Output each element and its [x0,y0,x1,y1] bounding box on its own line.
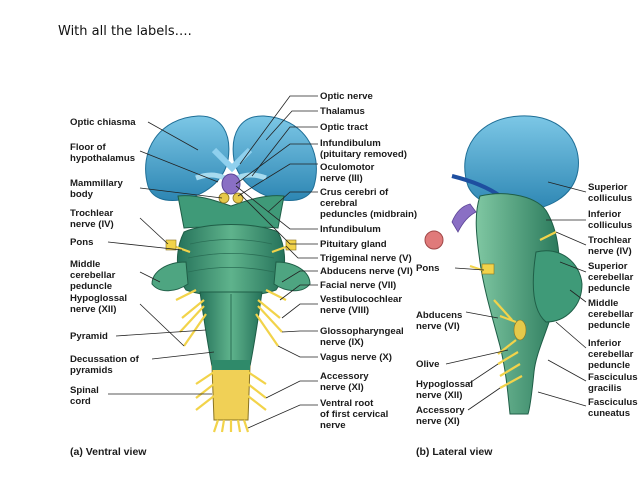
lateral-inner-labels: Pons Abducens nerve (VI) Olive Hypogloss… [416,263,473,427]
lateral-right-labels: Superior colliculus Inferior colliculus … [588,182,638,419]
label-lat-abducens: Abducens [416,310,462,321]
label-pyramids: pyramids [70,365,113,376]
lateral-illustration [424,115,583,415]
label-ventral-root: Ventral root [320,398,374,409]
label-cord: cord [70,396,91,407]
lateral-infundibulum [451,203,477,233]
label-accessory-nerve: nerve (XI) [320,382,364,393]
label-cerebellar-3: cerebellar [588,349,634,360]
label-optic-tract: Optic tract [320,122,369,133]
label-inferior-2: Inferior [588,338,621,349]
label-glossopharyngeal: Glossopharyngeal [320,326,404,337]
label-glossopharyngeal-nerve: nerve (IX) [320,337,364,348]
label-fasciculus-1: Fasciculus [588,372,638,383]
label-cerebellar: cerebellar [70,270,116,281]
ventral-center-labels: Optic nerve Thalamus Optic tract Infundi… [320,91,417,431]
label-lat-accessory: Accessory [416,405,465,416]
label-oculomotor-nerve: nerve (III) [320,173,363,184]
label-hypothalamus: hypothalamus [70,153,135,164]
label-pituitary-gland: Pituitary gland [320,239,387,250]
label-thalamus: Thalamus [320,106,365,117]
label-lat-hypoglossal-nerve: nerve (XII) [416,390,462,401]
label-lat-trochlear-nerve: nerve (IV) [588,246,632,257]
label-floor-of: Floor of [70,142,107,153]
label-trochlear: Trochlear [70,208,113,219]
label-hypoglossal: Hypoglossal [70,293,127,304]
label-oculomotor: Oculomotor [320,162,375,173]
label-body: body [70,189,94,200]
label-optic-nerve: Optic nerve [320,91,373,102]
label-lat-abducens-nerve: nerve (VI) [416,321,460,332]
label-abducens-nerve: Abducens nerve (VI) [320,266,413,277]
label-optic-chiasma: Optic chiasma [70,117,136,128]
lateral-cerebellar-peduncle [532,250,583,323]
ventral-leader-lines [107,95,318,429]
left-hemisphere [145,115,230,201]
label-vestibulocochlear-nerve: nerve (VIII) [320,305,369,316]
label-of-first-cervical: of first cervical [320,409,388,420]
lateral-nerves [469,231,557,389]
page-heading: With all the labels…. [58,24,192,39]
label-nerve: nerve [320,420,346,431]
label-middle-2: Middle [588,298,618,309]
label-vagus-nerve: Vagus nerve (X) [320,352,392,363]
label-peduncles-midbrain: peduncles (midbrain) [320,209,417,220]
label-cerebral: cerebral [320,198,357,209]
label-crus-cerebri-of: Crus cerebri of [320,187,389,198]
caption-ventral-view: (a) Ventral view [70,446,147,458]
label-cerebellar-1: cerebellar [588,272,634,283]
optic-nerves [211,147,253,173]
lateral-pituitary [424,230,444,250]
infundibulum-shape [221,173,241,195]
label-superior-2: Superior [588,261,628,272]
label-fasciculus-2: Fasciculus [588,397,638,408]
label-lat-trochlear: Trochlear [588,235,631,246]
ventral-nerves [167,242,295,433]
label-cerebellar-2: cerebellar [588,309,634,320]
label-superior-1: Superior [588,182,628,193]
label-lat-hypoglossal: Hypoglossal [416,379,473,390]
label-infundibulum-2: Infundibulum [320,224,381,235]
label-colliculus-2: colliculus [588,220,632,231]
label-spinal: Spinal [70,385,99,396]
ventral-left-labels: Optic chiasma Floor of hypothalamus Mamm… [70,117,140,407]
ventral-illustration [145,115,317,433]
label-lat-accessory-nerve: nerve (XI) [416,416,460,427]
label-inferior-1: Inferior [588,209,621,220]
label-pyramid: Pyramid [70,331,108,342]
label-middle: Middle [70,259,100,270]
olive-shape [513,319,527,341]
label-colliculus-1: colliculus [588,193,632,204]
label-cuneatus: cuneatus [588,408,630,419]
lateral-leader-lines [445,181,587,411]
label-peduncle: peduncle [70,281,112,292]
label-lat-pons: Pons [416,263,439,274]
label-trochlear-nerve: nerve (IV) [70,219,114,230]
mammillary-body-right [232,192,244,204]
lateral-brainstem [475,193,560,415]
caption-lateral-view: (b) Lateral view [416,446,493,458]
middle-cerebellar-peduncle-left [151,261,189,292]
spinal-cord [211,365,251,421]
label-infundibulum-1: Infundibulum [320,138,381,149]
label-facial-nerve: Facial nerve (VII) [320,280,396,291]
label-lat-olive: Olive [416,359,439,370]
right-hemisphere [232,115,317,201]
label-trigeminal-nerve: Trigeminal nerve (V) [320,253,412,264]
pons [177,224,285,297]
label-accessory: Accessory [320,371,369,382]
label-vestibulocochlear: Vestibulocochlear [320,294,402,305]
middle-cerebellar-peduncle-right [273,261,311,292]
label-peduncle-2: peduncle [588,320,630,331]
label-decussation-of: Decussation of [70,354,140,365]
label-mammillary: Mammillary [70,178,123,189]
label-peduncle-3: peduncle [588,360,630,371]
label-pons: Pons [70,237,93,248]
label-pituitary-removed: (pituitary removed) [320,149,407,160]
label-gracilis: gracilis [588,383,622,394]
label-peduncle-1: peduncle [588,283,630,294]
label-hypoglossal-nerve: nerve (XII) [70,304,116,315]
